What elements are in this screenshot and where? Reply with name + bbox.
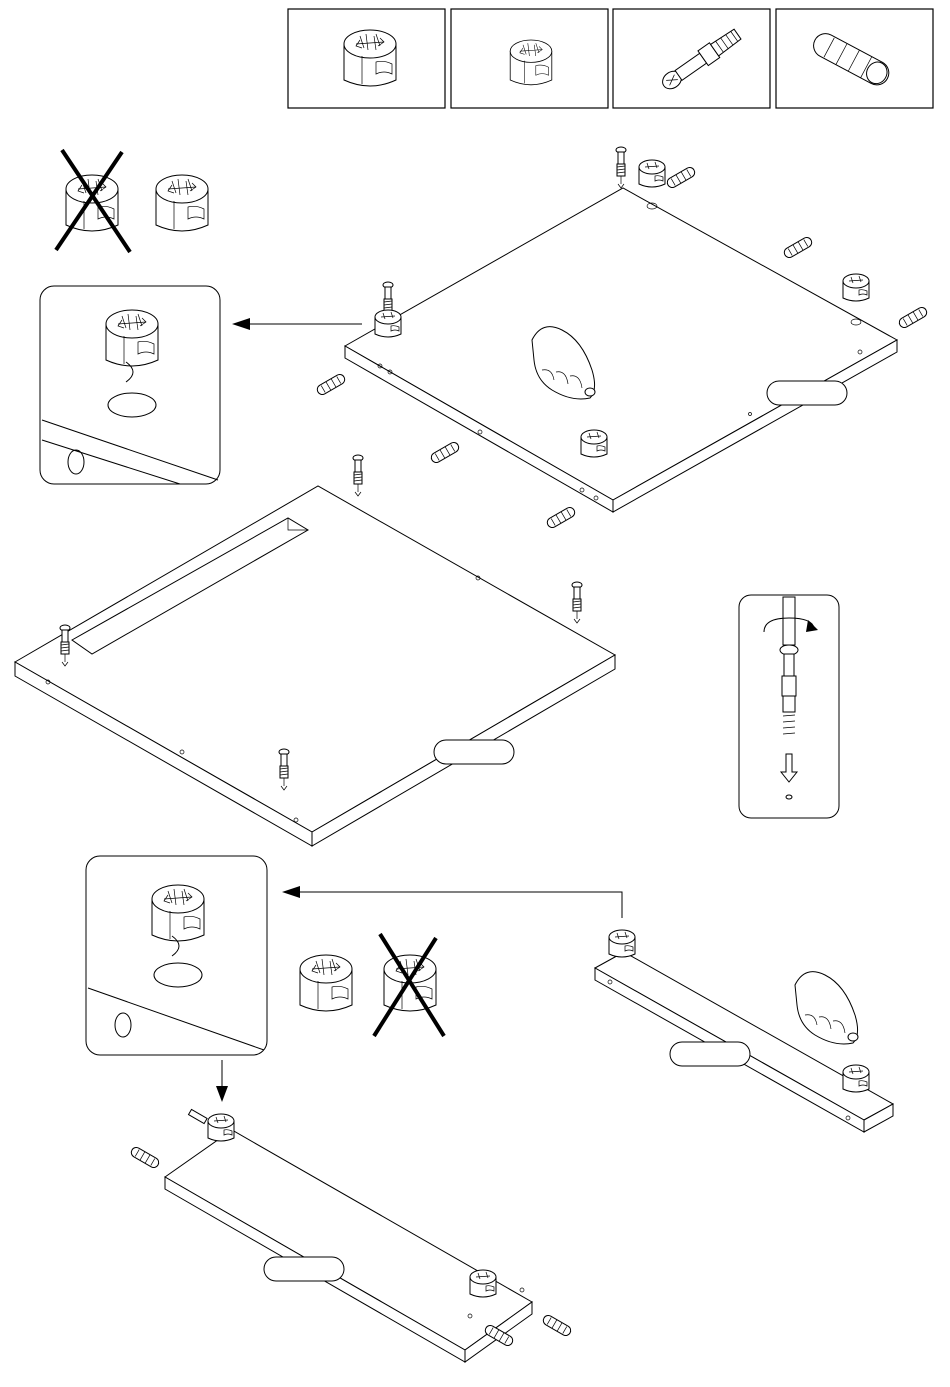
- shelf-panel: [130, 1109, 573, 1362]
- cam-lock-icon: [843, 274, 869, 301]
- connector-bolt-icon: [189, 1109, 208, 1123]
- cam-lock-icon: [375, 310, 401, 337]
- cam-lock-correct-icon: [300, 955, 352, 1011]
- cam-orientation-warning-bottom: [300, 934, 444, 1036]
- connector-bolt-icon: [572, 582, 582, 623]
- cam-lock-icon: [510, 40, 552, 85]
- dowel-icon: [666, 166, 697, 190]
- drill-hole-icon: [108, 393, 156, 417]
- dowel-icon: [316, 373, 347, 397]
- screwdriver-icon: [783, 597, 795, 645]
- side-panel: [595, 930, 893, 1132]
- cam-lock-icon: [152, 885, 204, 941]
- dowel-icon: [898, 306, 929, 330]
- callout-arrow-1: [232, 318, 362, 330]
- part-box-connector-bolt: [613, 9, 770, 108]
- cam-orientation-warning-top: [56, 150, 208, 252]
- connector-bolt-icon: [353, 455, 363, 496]
- callout-arrow-3: [216, 1060, 228, 1102]
- cam-lock-icon: [470, 1270, 496, 1297]
- hand-icon: [795, 972, 858, 1044]
- drill-hole-icon: [154, 963, 202, 987]
- cam-lock-icon: [581, 430, 607, 457]
- panel-label: [434, 740, 514, 764]
- callout-arrow-2: [282, 886, 622, 918]
- parts-legend: [288, 9, 933, 108]
- cam-lock-icon: [639, 160, 665, 187]
- dowel-icon: [430, 441, 461, 465]
- top-panel: [316, 147, 929, 529]
- dowel-icon: [130, 1146, 161, 1170]
- detail-callout-bolt-screw: [739, 595, 839, 818]
- dowel-icon: [546, 506, 577, 530]
- part-box-cam-lock-small: [451, 9, 608, 108]
- connector-bolt-icon: [616, 147, 626, 188]
- detail-callout-cam-insert-2: [86, 856, 267, 1055]
- cam-lock-icon: [344, 30, 396, 86]
- cam-lock-icon: [208, 1114, 234, 1141]
- cam-lock-correct-icon: [156, 175, 208, 231]
- panel-label: [767, 381, 847, 405]
- part-box-cam-lock-large: [288, 9, 445, 108]
- dowel-icon: [542, 1314, 573, 1338]
- cam-lock-icon: [843, 1065, 869, 1092]
- part-box-wooden-dowel: [776, 9, 933, 108]
- cam-lock-icon: [609, 930, 635, 957]
- bottom-panel: [15, 455, 615, 846]
- detail-callout-cam-insert-1: [40, 286, 220, 484]
- cam-lock-icon: [106, 310, 158, 366]
- panel-label: [264, 1257, 344, 1281]
- panel-label: [670, 1042, 750, 1066]
- dowel-icon: [783, 236, 814, 260]
